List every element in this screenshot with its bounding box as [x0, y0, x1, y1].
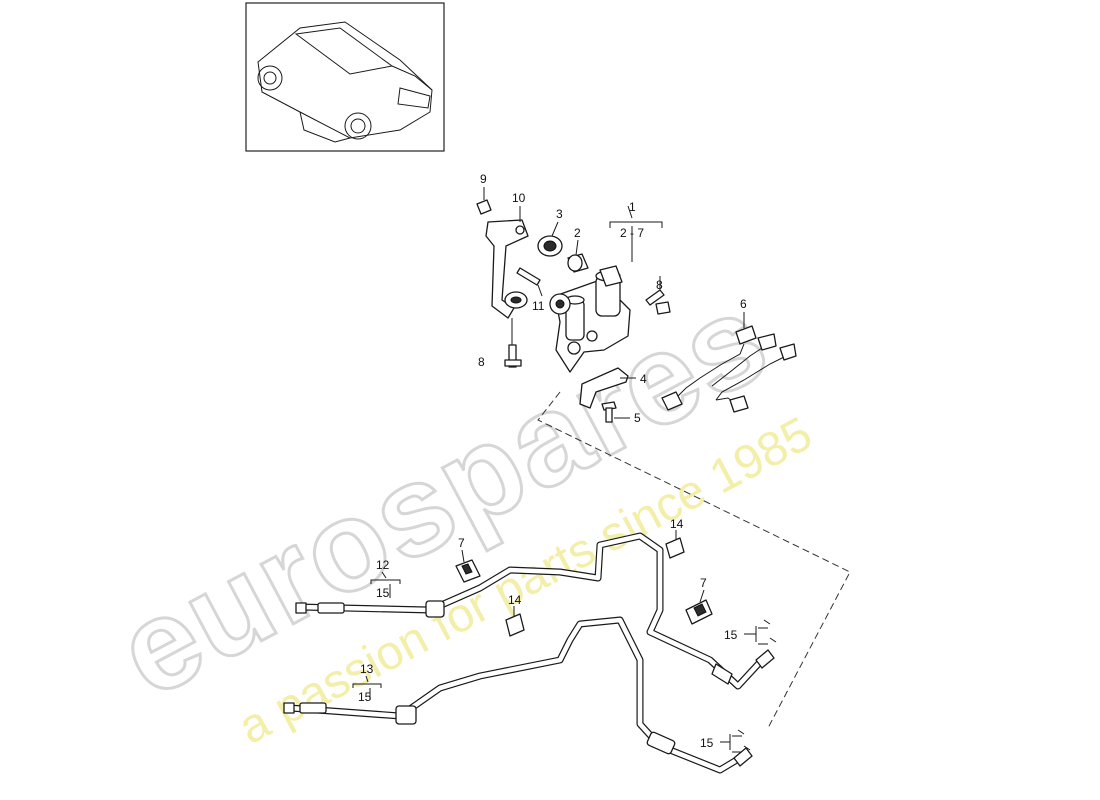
brake-lines [283, 530, 777, 774]
sleeve-2 [567, 239, 589, 273]
bolt-8-right [645, 276, 671, 315]
clip-14-upper [665, 530, 685, 559]
retainer-clip-15-lower [732, 729, 751, 753]
clamp-7-right [685, 589, 713, 625]
callout-8-left: 8 [478, 355, 485, 369]
hose-13 [283, 616, 753, 774]
callout-brackets [352, 205, 757, 750]
callout-14-upper: 14 [670, 517, 684, 531]
bolt-8-left [504, 318, 522, 368]
callout-12: 12 [376, 558, 390, 572]
grommet-mount [504, 291, 528, 309]
callout-7-upper: 7 [458, 536, 465, 550]
callout-8-right: 8 [656, 278, 663, 292]
callout-9: 9 [480, 172, 487, 186]
hose-12 [295, 532, 775, 690]
callout-labels: 1 2 - 7 2 3 4 5 6 7 7 8 8 9 10 11 12 15 … [358, 172, 747, 750]
callout-3: 3 [556, 207, 563, 221]
callout-4: 4 [640, 372, 647, 386]
callout-14-lower: 14 [508, 593, 522, 607]
assembly-guide-line [537, 391, 851, 729]
callout-6: 6 [740, 297, 747, 311]
bushing-3 [537, 221, 563, 257]
callout-1: 1 [629, 200, 636, 214]
callout-11: 11 [532, 299, 545, 313]
bolt-11 [516, 267, 543, 297]
callout-13: 13 [360, 662, 374, 676]
callout-7-right: 7 [700, 576, 707, 590]
callout-10: 10 [512, 191, 526, 205]
wiring-harness-6 [661, 312, 797, 413]
callout-15-lower: 15 [700, 736, 714, 750]
callout-15-upper: 15 [724, 628, 738, 642]
clamp-7-upper [455, 549, 481, 583]
valve-assembly [476, 187, 797, 423]
clip-14-lower [505, 606, 525, 637]
car-thumbnail [245, 2, 445, 152]
car-thumbnail-icon [257, 21, 433, 143]
callout-1-range: 2 - 7 [620, 226, 644, 240]
bolt-9 [476, 187, 492, 215]
bolt-5 [601, 401, 630, 423]
callout-13-sub: 15 [358, 690, 372, 704]
callout-2: 2 [574, 226, 581, 240]
callout-12-sub: 15 [376, 586, 390, 600]
bracket-4 [579, 367, 636, 409]
retainer-clip-15-upper [758, 619, 777, 645]
callout-5: 5 [634, 411, 641, 425]
valve-body-1 [549, 226, 633, 373]
